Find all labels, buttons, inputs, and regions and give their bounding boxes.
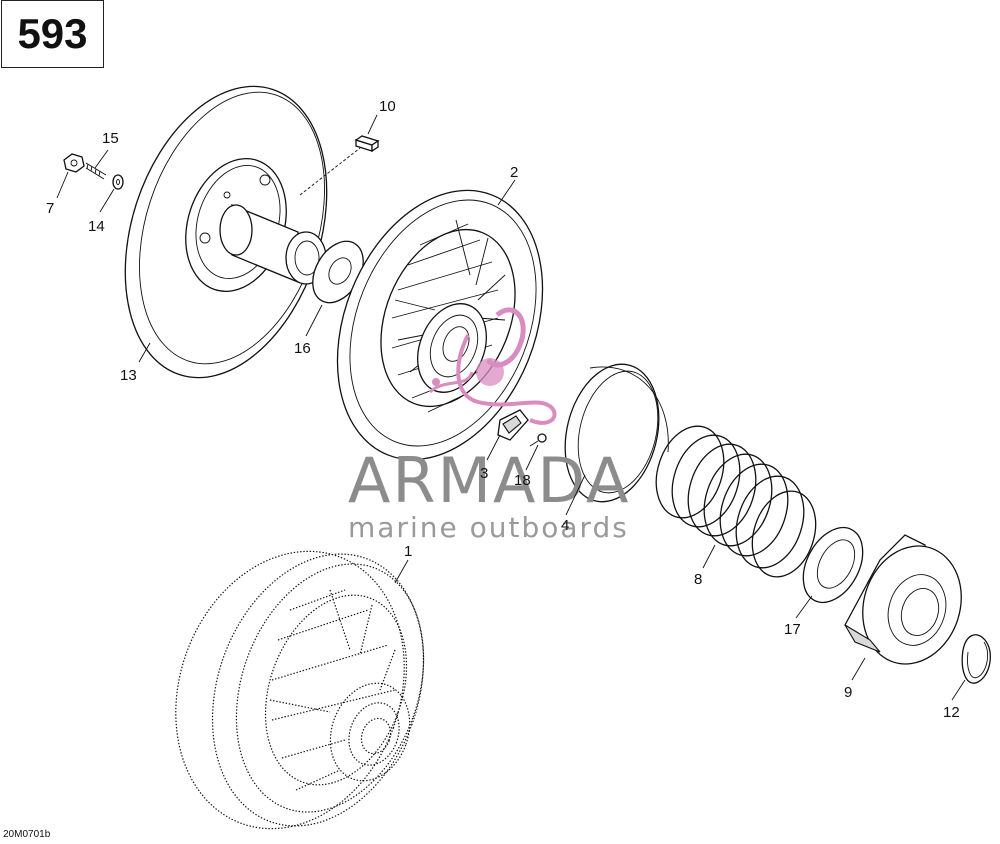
part-10-key	[354, 135, 380, 153]
part-3-slider-shoe	[497, 409, 529, 441]
part-13-fixed-sheave	[124, 85, 328, 379]
label-part-1: 1	[404, 543, 412, 560]
page-number-badge: 593	[1, 0, 104, 68]
label-part-12: 12	[943, 704, 960, 721]
leader-lines	[56, 114, 966, 701]
label-part-18: 18	[514, 472, 531, 489]
part-9-cam	[844, 534, 962, 665]
label-part-4: 4	[561, 517, 569, 534]
part-7-nut	[63, 153, 85, 173]
label-part-13: 13	[120, 367, 137, 384]
label-part-7: 7	[46, 200, 54, 217]
label-part-8: 8	[694, 571, 702, 588]
label-part-3: 3	[480, 465, 488, 482]
part-4-ring	[564, 363, 669, 503]
reference-code: 20M0701b	[3, 829, 51, 840]
part-8-spring	[655, 425, 817, 578]
page-number: 593	[17, 10, 88, 57]
watermark-brand: ARMADA	[348, 444, 630, 517]
watermark-tagline: marine outboards	[348, 511, 629, 544]
label-part-17: 17	[784, 621, 801, 638]
part-18-screw	[529, 433, 547, 447]
part-12-retaining-ring	[961, 634, 991, 684]
label-part-14: 14	[88, 218, 105, 235]
part-14-washer	[112, 174, 124, 190]
label-part-15: 15	[102, 130, 119, 147]
label-part-9: 9	[844, 684, 852, 701]
label-part-2: 2	[510, 164, 518, 181]
part-15-bolt	[85, 162, 107, 180]
part-2-movable-sheave	[336, 189, 544, 461]
part-1-assembly	[175, 550, 425, 830]
part-17-washer	[802, 526, 864, 604]
label-part-16: 16	[294, 340, 311, 357]
label-part-10: 10	[379, 98, 396, 115]
anchor-logo-icon	[428, 307, 557, 425]
